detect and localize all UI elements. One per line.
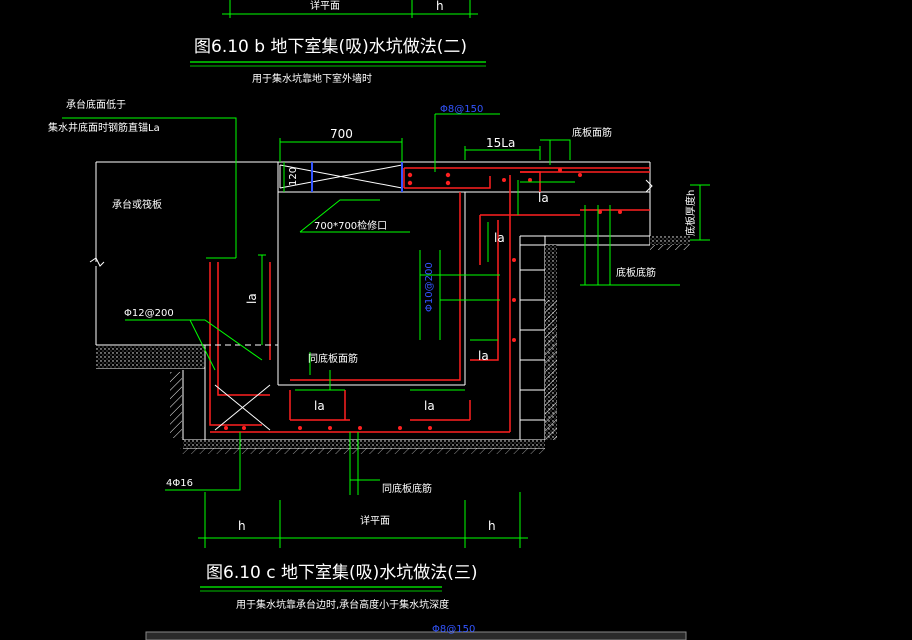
- hole-label: 700*700检修口: [314, 219, 387, 232]
- ground-label: 详平面: [360, 514, 390, 527]
- rebar-lines: [209, 167, 650, 433]
- soil-hatch-right: [545, 300, 557, 440]
- pit-base-bedding: [183, 440, 545, 448]
- slab-bottom-rebar-label: 底板底筋: [616, 266, 656, 279]
- rebar-wall-label: Φ10@200: [424, 262, 435, 312]
- top-ground-label: 详平面: [310, 0, 340, 12]
- top-h-label: h: [436, 0, 444, 13]
- la-label-4: la: [314, 399, 325, 413]
- rebar-side-label: Φ12@200: [124, 308, 174, 319]
- same-top-rebar-label: 同底板面筋: [308, 352, 358, 365]
- la-label-1: la: [538, 191, 549, 205]
- soil-hatch-slab: [650, 245, 690, 250]
- dim-120: 120: [288, 167, 299, 186]
- wall-dashes: [520, 269, 545, 421]
- dim-h-left: h: [238, 519, 246, 533]
- slab-top-rebar-label: 底板面筋: [572, 126, 612, 139]
- rebar-top-label: Φ8@150: [440, 104, 483, 115]
- bottom-rebar-label: Φ8@150: [432, 624, 475, 635]
- la-label-5: la: [424, 399, 435, 413]
- figure-b-subtitle: 用于集水坑靠地下室外墙时: [252, 72, 372, 85]
- leader-lines: [62, 113, 710, 548]
- bottom-panel: [145, 631, 687, 640]
- inspection-hole: [279, 164, 403, 189]
- rebar-dots: [224, 168, 622, 430]
- pile-cap-note-2: 集水井底面时钢筋直锚La: [48, 121, 160, 134]
- top-dimension-remnant: [222, 0, 478, 18]
- pile-cap-slab-label: 承台或筏板: [112, 198, 162, 211]
- pile-cap-bedding: [96, 346, 204, 368]
- la-label-6: la: [478, 349, 489, 363]
- same-bottom-rebar-label: 同底板底筋: [382, 482, 432, 495]
- pile-cap-note-1: 承台底面低于: [66, 98, 126, 111]
- dim-700: 700: [330, 127, 353, 141]
- soil-hatch-bottom: [180, 448, 545, 454]
- slab-thickness-label: 底板厚度h: [684, 190, 697, 236]
- figure-c-subtitle: 用于集水坑靠承台边时,承台高度小于集水坑深度: [236, 598, 449, 611]
- soil-hatch-left: [170, 372, 182, 438]
- la-label-2: la: [494, 231, 505, 245]
- figure-b-title: 图6.10 b 地下室集(吸)水坑做法(二): [194, 37, 467, 57]
- dim-15la: 15La: [486, 136, 515, 150]
- figure-c-title: 图6.10 c 地下室集(吸)水坑做法(三): [206, 563, 478, 583]
- slab-bedding: [650, 236, 690, 245]
- la-label-3: la: [245, 293, 259, 304]
- dim-h-right: h: [488, 519, 496, 533]
- corner-cross: [214, 384, 271, 431]
- rebar-corner-label: 4Φ16: [166, 478, 193, 489]
